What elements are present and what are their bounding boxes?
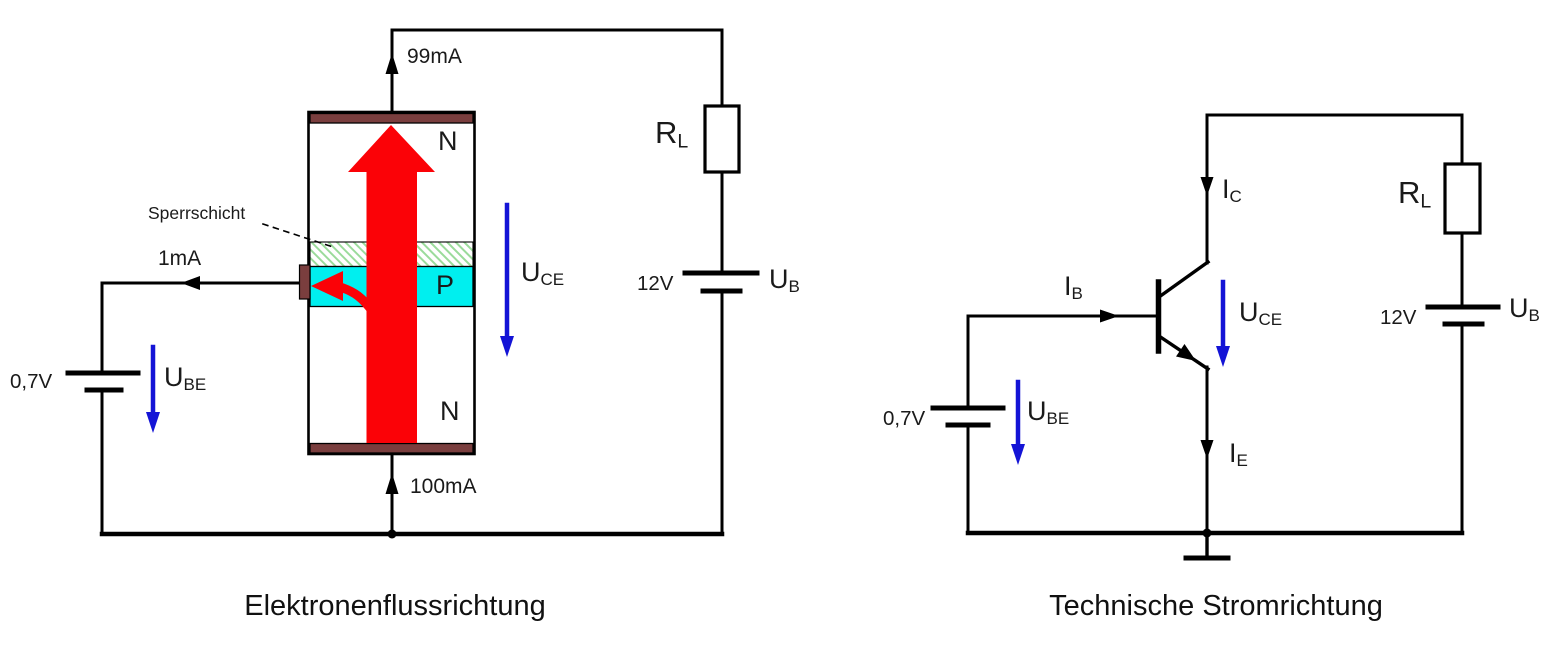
base-contact [298, 264, 311, 300]
left-uce-label: UCE [521, 257, 565, 290]
ie-label: IE [1229, 438, 1248, 471]
right-uce-arrowhead [1216, 346, 1230, 367]
p-region-label: P [436, 270, 455, 300]
ib-arrowhead [1100, 309, 1119, 323]
ie-arrowhead [1200, 440, 1214, 459]
collector-current-label: 99mA [407, 45, 462, 68]
left-ub-value-label: 12V [637, 272, 674, 295]
sperrschicht-leader-line [261, 222, 335, 249]
collector-contact-bar [309, 112, 474, 124]
right-rl-label: RL [1398, 175, 1432, 213]
sperrschicht-label: Sperrschicht [148, 203, 246, 223]
right-ub-value-label: 12V [1380, 306, 1417, 329]
ic-label: IC [1222, 174, 1242, 207]
ib-label: IB [1064, 271, 1083, 304]
right-ube-label: UBE [1027, 396, 1070, 429]
left-junction-dot [387, 529, 397, 539]
right-ube-arrowhead [1011, 444, 1025, 465]
right-circuit [930, 113, 1501, 561]
left-ube-value-label: 0,7V [10, 370, 53, 393]
right-ub-label: UB [1509, 293, 1540, 326]
right-uce-label: UCE [1239, 297, 1283, 330]
base-electron-hook-tail [337, 282, 380, 319]
right-load-resistor [1443, 162, 1482, 235]
left-caption: Elektronenflussrichtung [244, 590, 546, 622]
collector-current-arrowhead [385, 53, 399, 74]
base-current-label: 1mA [158, 247, 202, 270]
base-current-arrowhead [181, 276, 200, 290]
base-electron-hook-arrowhead [311, 271, 343, 301]
right-ube-value-label: 0,7V [883, 407, 926, 430]
left-uce-arrowhead [500, 336, 514, 357]
emitter-current-arrowhead [385, 473, 399, 494]
n-region-top-label: N [438, 126, 458, 156]
emitter-contact-bar [309, 442, 474, 454]
emitter-lead-arrowhead [1176, 344, 1196, 361]
emitter-current-label: 100mA [410, 475, 477, 498]
left-ube-label: UBE [164, 362, 207, 395]
left-ub-label: UB [769, 264, 800, 297]
electron-flow-arrow [348, 125, 435, 443]
n-region-bottom-label: N [440, 396, 460, 426]
left-load-resistor [703, 104, 741, 174]
left-rl-label: RL [655, 115, 689, 153]
right-caption: Technische Stromrichtung [1049, 590, 1383, 622]
left-circuit [65, 28, 760, 539]
ic-arrowhead [1200, 177, 1214, 196]
transistor-collector-lead [1156, 259, 1211, 300]
left-ube-arrowhead [146, 412, 160, 433]
